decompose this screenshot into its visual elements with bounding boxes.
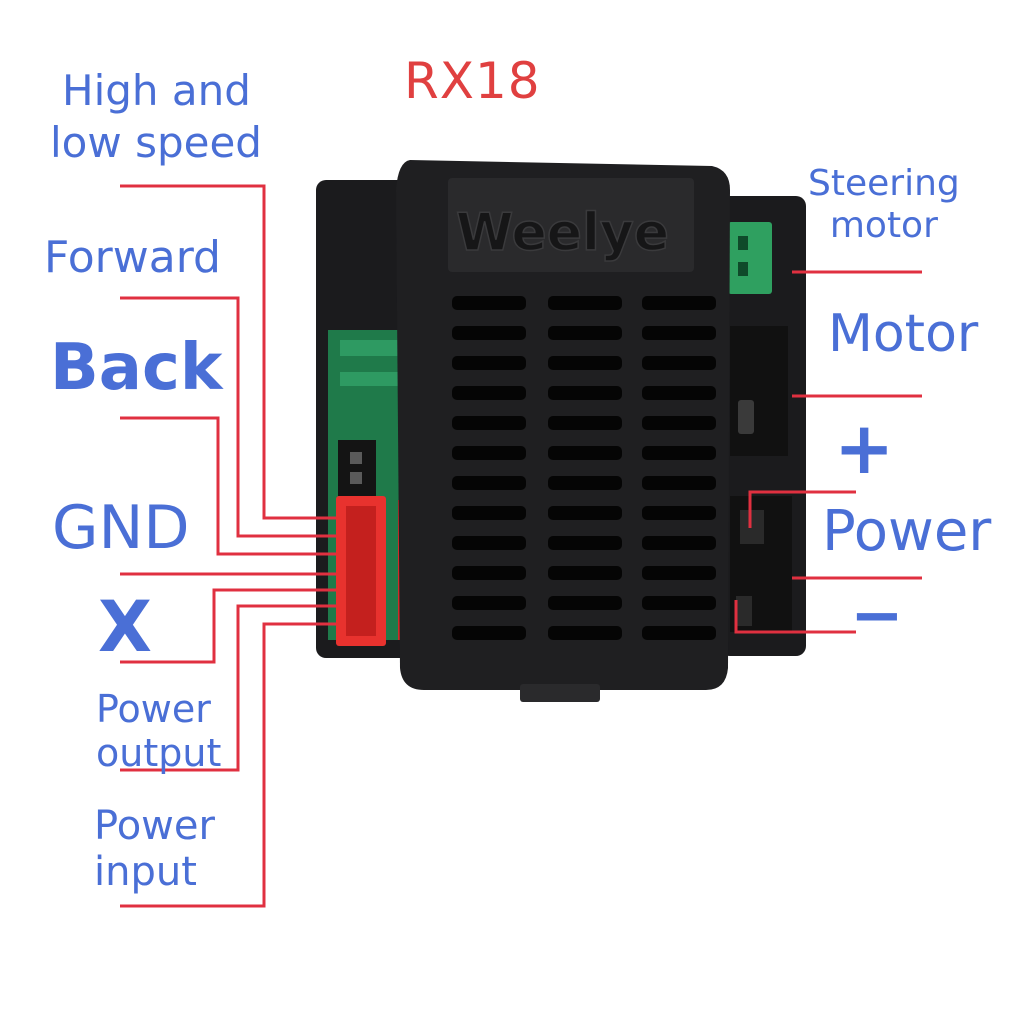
vent-slot	[642, 386, 716, 400]
vent-slot	[642, 416, 716, 430]
vent-slot	[642, 356, 716, 370]
vent-slot	[548, 446, 622, 460]
brand-logo: Weelye	[456, 203, 669, 263]
vent-slot	[452, 536, 526, 550]
wire-forward	[120, 296, 336, 538]
vent-slot	[452, 356, 526, 370]
vent-slot	[452, 506, 526, 520]
label-power-input: Power input	[94, 803, 215, 895]
motor-connector	[730, 326, 788, 456]
label-forward: Forward	[44, 232, 221, 283]
vent-slot	[642, 536, 716, 550]
vent-slot	[548, 476, 622, 490]
vent-slots	[452, 296, 716, 640]
vent-slot	[642, 596, 716, 610]
model-title: RX18	[404, 52, 541, 110]
vent-slot	[642, 506, 716, 520]
vent-slot	[452, 326, 526, 340]
vent-slot	[548, 536, 622, 550]
label-minus: −	[850, 579, 904, 653]
vent-slot	[642, 326, 716, 340]
vent-slot	[642, 626, 716, 640]
vent-slot	[452, 446, 526, 460]
vent-slot	[548, 626, 622, 640]
label-x: X	[98, 586, 152, 668]
vent-slot	[548, 386, 622, 400]
label-gnd: GND	[52, 493, 190, 563]
label-power-output: Power output	[96, 687, 222, 775]
label-back: Back	[50, 331, 223, 405]
vent-slot	[452, 476, 526, 490]
brand-plate	[448, 178, 694, 272]
vent-slot	[452, 596, 526, 610]
vent-slot	[548, 566, 622, 580]
vent-slot	[642, 566, 716, 580]
wire-power-output	[120, 604, 336, 772]
label-power: Power	[822, 499, 992, 564]
wire-plus	[748, 490, 856, 528]
label-high-low-speed: High and low speed	[50, 66, 262, 167]
vent-slot	[548, 506, 622, 520]
vent-slot	[548, 326, 622, 340]
label-motor: Motor	[828, 304, 979, 364]
vent-slot	[548, 356, 622, 370]
vent-slot	[642, 446, 716, 460]
label-plus: +	[834, 406, 895, 490]
wire-power-input	[120, 622, 336, 908]
vent-slot	[452, 566, 526, 580]
vent-slot	[642, 296, 716, 310]
vent-slot	[452, 386, 526, 400]
vent-slot	[452, 626, 526, 640]
vent-slot	[452, 296, 526, 310]
wire-x	[120, 588, 336, 664]
vent-slot	[548, 296, 622, 310]
vent-slot	[452, 416, 526, 430]
wire-minus	[734, 600, 856, 634]
label-steering-motor: Steering motor	[808, 163, 960, 246]
wire-back	[120, 416, 336, 556]
vent-slot	[642, 476, 716, 490]
vent-slot	[548, 416, 622, 430]
wire-high-low-speed	[120, 184, 336, 520]
vent-slot	[548, 596, 622, 610]
